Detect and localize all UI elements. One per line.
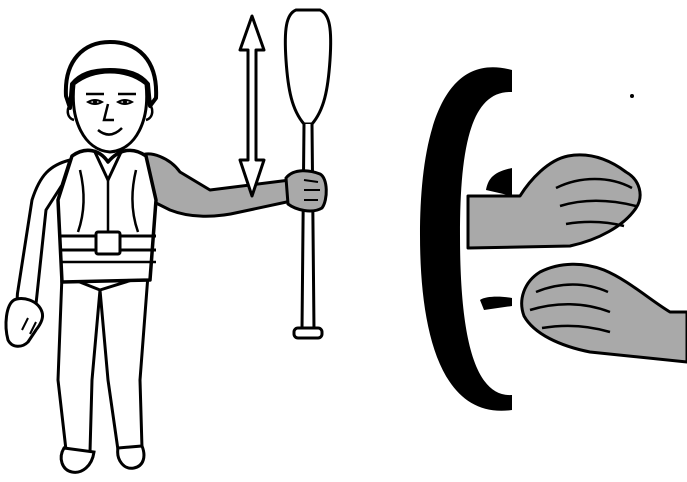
lower-hand: [522, 264, 687, 362]
upper-hand: [468, 155, 640, 248]
head: [66, 42, 156, 152]
right-panel: [420, 67, 687, 411]
life-vest: [58, 150, 156, 282]
legs: [58, 275, 148, 472]
up-down-arrow-icon: [240, 16, 264, 196]
right-arm: [140, 154, 296, 216]
right-foot: [118, 446, 144, 468]
left-hand: [6, 299, 43, 347]
left-foot: [61, 448, 94, 472]
dot-mark: [630, 94, 634, 98]
left-panel: [6, 10, 331, 472]
vest-buckle: [96, 232, 120, 254]
face: [73, 72, 146, 152]
